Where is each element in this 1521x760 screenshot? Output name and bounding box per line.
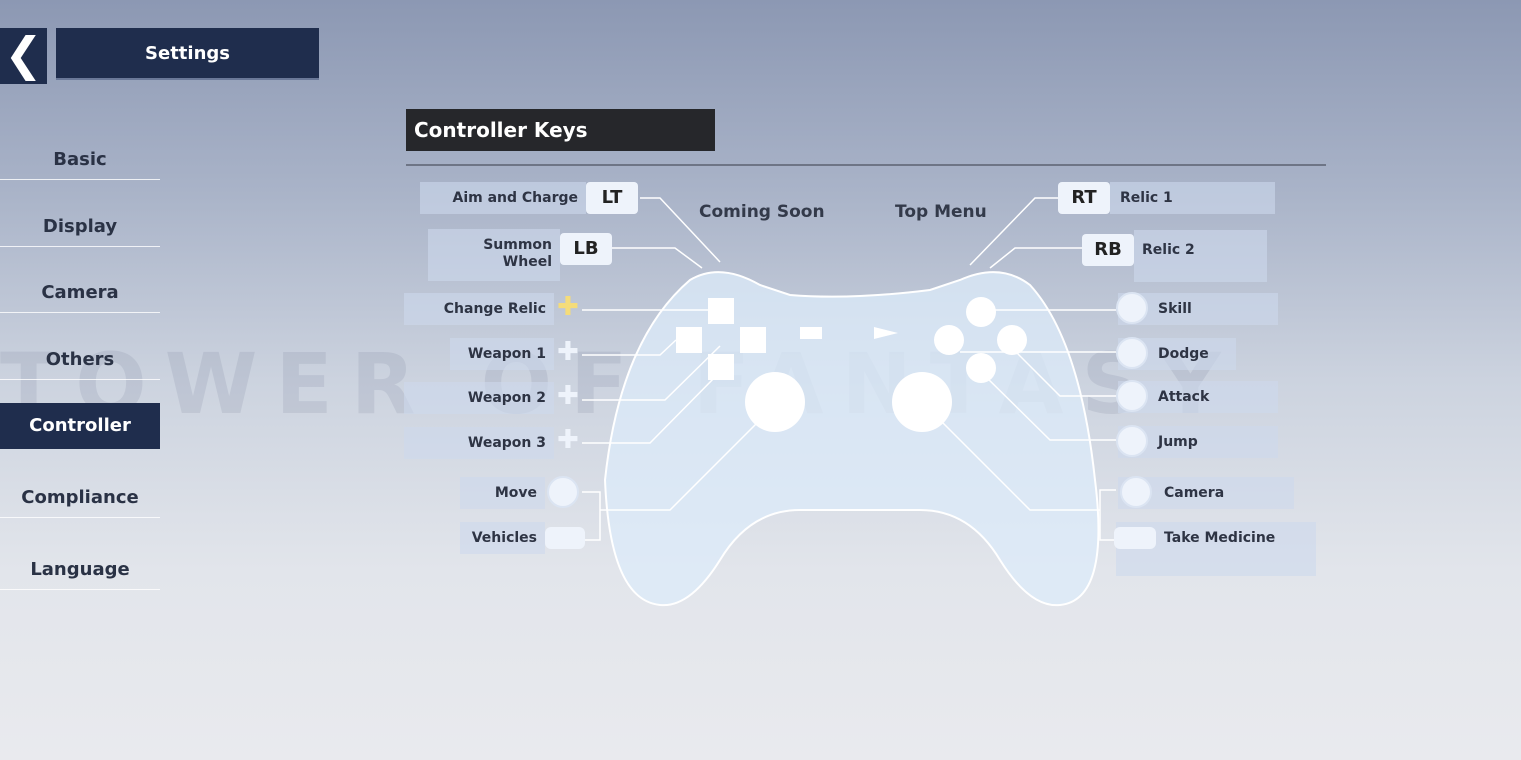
dodge-button-icon [1116,337,1148,369]
label-relic-2: Relic 2 [1134,230,1267,282]
label-weapon-3: Weapon 3 [404,427,554,459]
sidebar-item-others[interactable]: Others [0,340,160,380]
label-vehicles: Vehicles [460,522,545,554]
controller-body-icon [603,271,1100,607]
dpad-down-icon: ✚ [557,425,579,455]
label-summon-wheel: Summon Wheel [428,229,560,281]
jump-button-icon [1116,425,1148,457]
right-stick-press-icon [1114,527,1156,549]
section-heading: Controller Keys [406,109,715,151]
label-take-medicine: Take Medicine [1116,522,1316,576]
right-stick-icon [1120,476,1152,508]
chevron-left-icon: ❮ [4,27,43,81]
label-weapon-1: Weapon 1 [450,338,554,370]
coming-soon-label: Coming Soon [699,202,825,222]
label-change-relic: Change Relic [404,293,554,325]
sidebar-item-compliance[interactable]: Compliance [0,478,160,518]
sidebar-item-basic[interactable]: Basic [0,140,160,180]
skill-button-icon [1116,292,1148,324]
dpad-up-icon: ✚ [557,292,579,322]
key-lt[interactable]: LT [586,182,638,214]
label-aim-and-charge: Aim and Charge [420,182,586,214]
back-button[interactable]: ❮ [0,28,47,84]
sidebar-item-camera[interactable]: Camera [0,273,160,313]
top-menu-label: Top Menu [895,202,987,222]
label-weapon-2: Weapon 2 [404,382,554,414]
key-rb[interactable]: RB [1082,234,1134,266]
sidebar-item-display[interactable]: Display [0,207,160,247]
dpad-right-icon: ✚ [557,381,579,411]
left-stick-press-icon [545,527,585,549]
sidebar-item-language[interactable]: Language [0,550,160,590]
key-rt[interactable]: RT [1058,182,1110,214]
label-relic-1: Relic 1 [1110,182,1275,214]
left-stick-icon [547,476,579,508]
dpad-left-icon: ✚ [557,337,579,367]
sidebar-item-controller[interactable]: Controller [0,403,160,449]
attack-button-icon [1116,380,1148,412]
key-lb[interactable]: LB [560,233,612,265]
divider [406,164,1326,166]
page-title: Settings [56,28,319,80]
label-move: Move [460,477,545,509]
